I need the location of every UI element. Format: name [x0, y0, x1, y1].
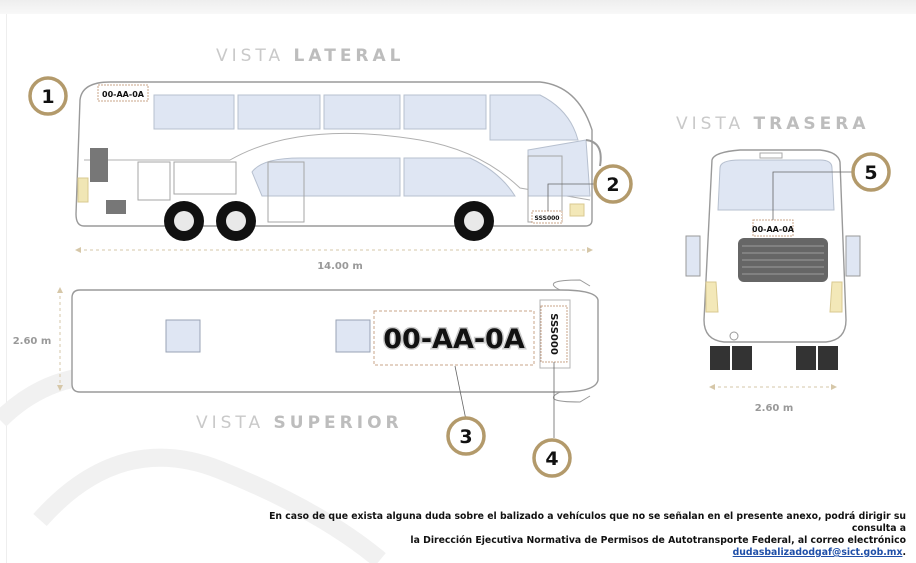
- top-band: [0, 0, 916, 14]
- plate-rear: 00-AA-0A: [752, 219, 795, 237]
- footer-note: En caso de que exista alguna duda sobre …: [266, 511, 906, 559]
- footer-line-2-end: .: [902, 547, 906, 558]
- marker-3: 3: [446, 416, 486, 456]
- footer-line-2: la Dirección Ejecutiva Normativa de Perm…: [266, 535, 906, 559]
- svg-text:2: 2: [606, 174, 619, 196]
- marker-2: 2: [593, 164, 633, 204]
- width-dimension-top: 2.60 m: [13, 287, 63, 391]
- marker-4: 4: [532, 438, 572, 478]
- svg-text:SSS000: SSS000: [535, 215, 560, 222]
- plate-side-front: SSS000: [531, 210, 563, 224]
- svg-text:2.60 m: 2.60 m: [755, 403, 794, 414]
- leader-line-5: [772, 171, 852, 220]
- bus-rear-view: [685, 149, 861, 370]
- leader-line-2: [547, 183, 594, 211]
- wheel-front: [454, 201, 494, 241]
- footer-line-2-text: la Dirección Ejecutiva Normativa de Perm…: [410, 535, 906, 546]
- length-dimension: 14.00 m: [75, 247, 593, 272]
- svg-text:00-AA-0A: 00-AA-0A: [383, 324, 525, 355]
- svg-text:4: 4: [545, 448, 558, 470]
- plate-side-top: 00-AA-0A: [97, 84, 149, 102]
- svg-text:3: 3: [459, 426, 472, 448]
- wheel-rear-2: [216, 201, 256, 241]
- wheel-rear-1: [164, 201, 204, 241]
- bus-side-view: [75, 81, 602, 241]
- plate-roof: 00-AA-0A: [373, 310, 535, 366]
- svg-text:00-AA-0A: 00-AA-0A: [102, 90, 145, 99]
- footer-line-1: En caso de que exista alguna duda sobre …: [269, 511, 906, 534]
- svg-text:14.00 m: 14.00 m: [317, 261, 363, 272]
- contact-email-link[interactable]: dudasbalizadodgaf@sict.gob.mx: [732, 547, 903, 558]
- heading-vista-trasera: VISTA TRASERA: [676, 114, 870, 134]
- width-dimension-rear: 2.60 m: [709, 384, 837, 414]
- marker-5: 5: [851, 152, 891, 192]
- heading-vista-lateral: VISTA LATERAL: [216, 46, 405, 66]
- heading-vista-superior: VISTA SUPERIOR: [196, 413, 403, 433]
- plate-roof-front: SSS000: [540, 305, 568, 363]
- svg-text:1: 1: [41, 86, 54, 108]
- svg-text:00-AA-0A: 00-AA-0A: [752, 225, 795, 234]
- marker-1: 1: [28, 76, 68, 116]
- svg-text:2.60 m: 2.60 m: [13, 336, 52, 347]
- svg-text:SSS000: SSS000: [548, 313, 559, 355]
- leader-line-3: [454, 365, 467, 421]
- svg-text:5: 5: [864, 162, 877, 184]
- page-border: [6, 14, 7, 563]
